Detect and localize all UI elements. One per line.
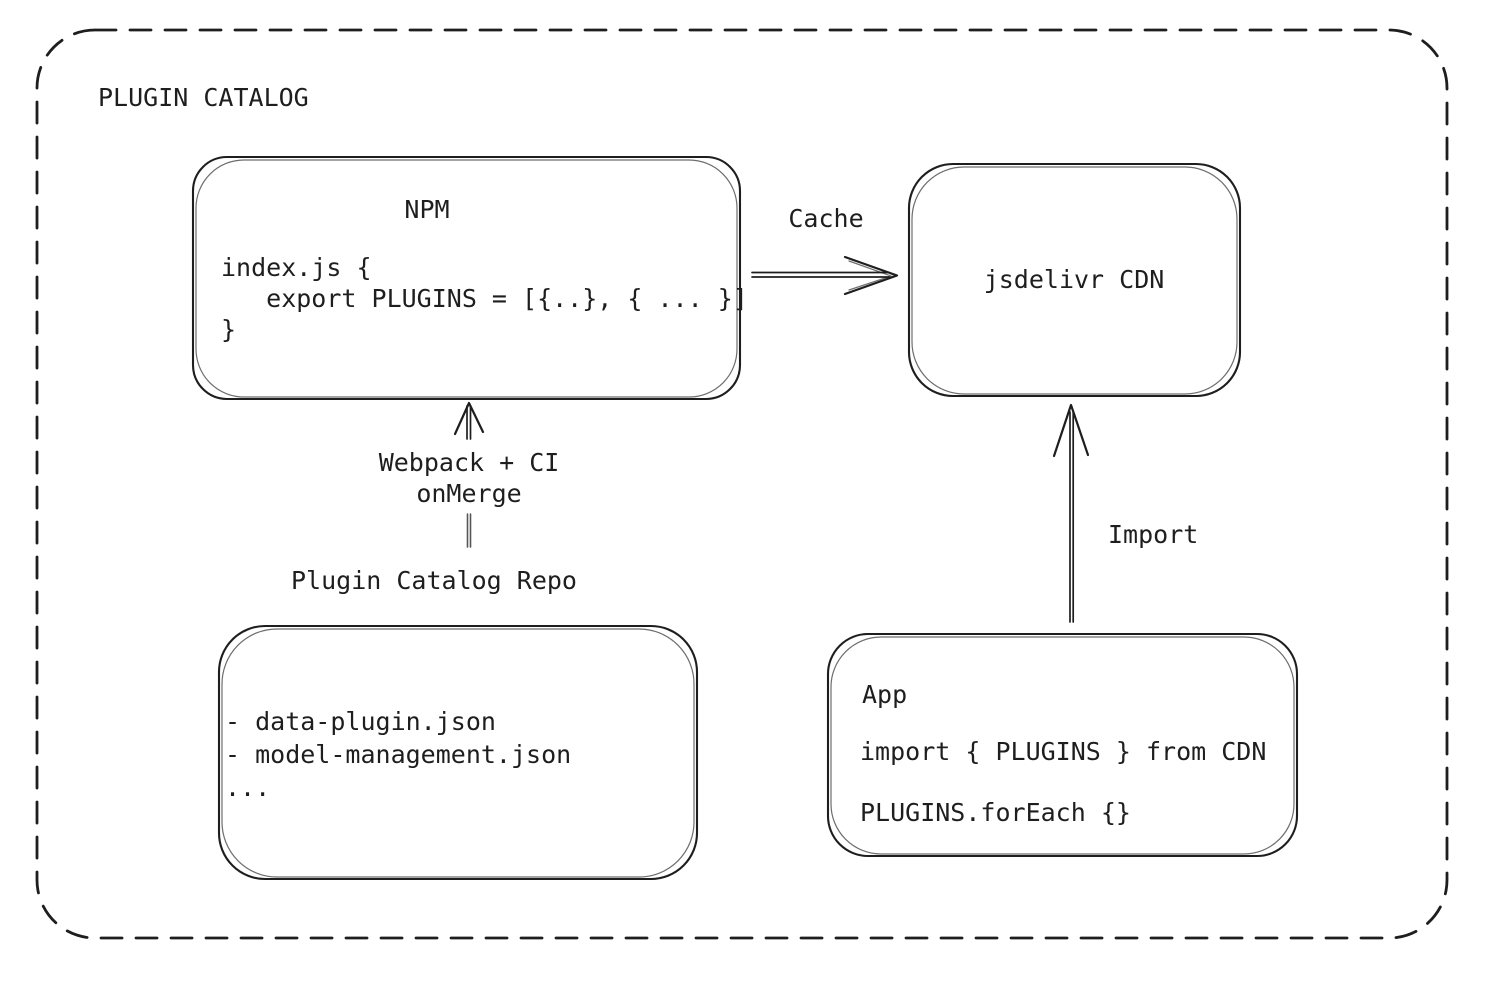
cdn-box-label: jsdelivr CDN xyxy=(983,265,1165,294)
repo-box xyxy=(217,624,699,881)
catalog-title: PLUGIN CATALOG xyxy=(98,83,309,112)
cache-arrow xyxy=(751,255,899,296)
npm-box xyxy=(191,155,742,401)
webpack-arrow xyxy=(453,401,485,440)
import-arrow xyxy=(1052,403,1090,623)
app-foreach-line: PLUGINS.forEach {} xyxy=(860,798,1131,827)
catalog-boundary-frame xyxy=(35,28,1449,940)
npm-box-title: NPM xyxy=(404,195,450,224)
webpack-arrow-label: Webpack + CI onMerge xyxy=(378,448,560,508)
cdn-box xyxy=(907,162,1242,398)
import-arrow-label: Import xyxy=(1108,520,1199,549)
repo-connector-line xyxy=(466,513,472,548)
app-import-line: import { PLUGINS } from CDN xyxy=(860,737,1267,766)
app-box-title: App xyxy=(862,680,908,709)
repo-file-list: - data-plugin.json - model-management.js… xyxy=(225,707,572,802)
app-box xyxy=(826,632,1299,858)
npm-code-block: index.js { export PLUGINS = [{..}, { ...… xyxy=(221,253,748,344)
cache-arrow-label: Cache xyxy=(788,204,864,233)
repo-box-title: Plugin Catalog Repo xyxy=(291,566,577,595)
